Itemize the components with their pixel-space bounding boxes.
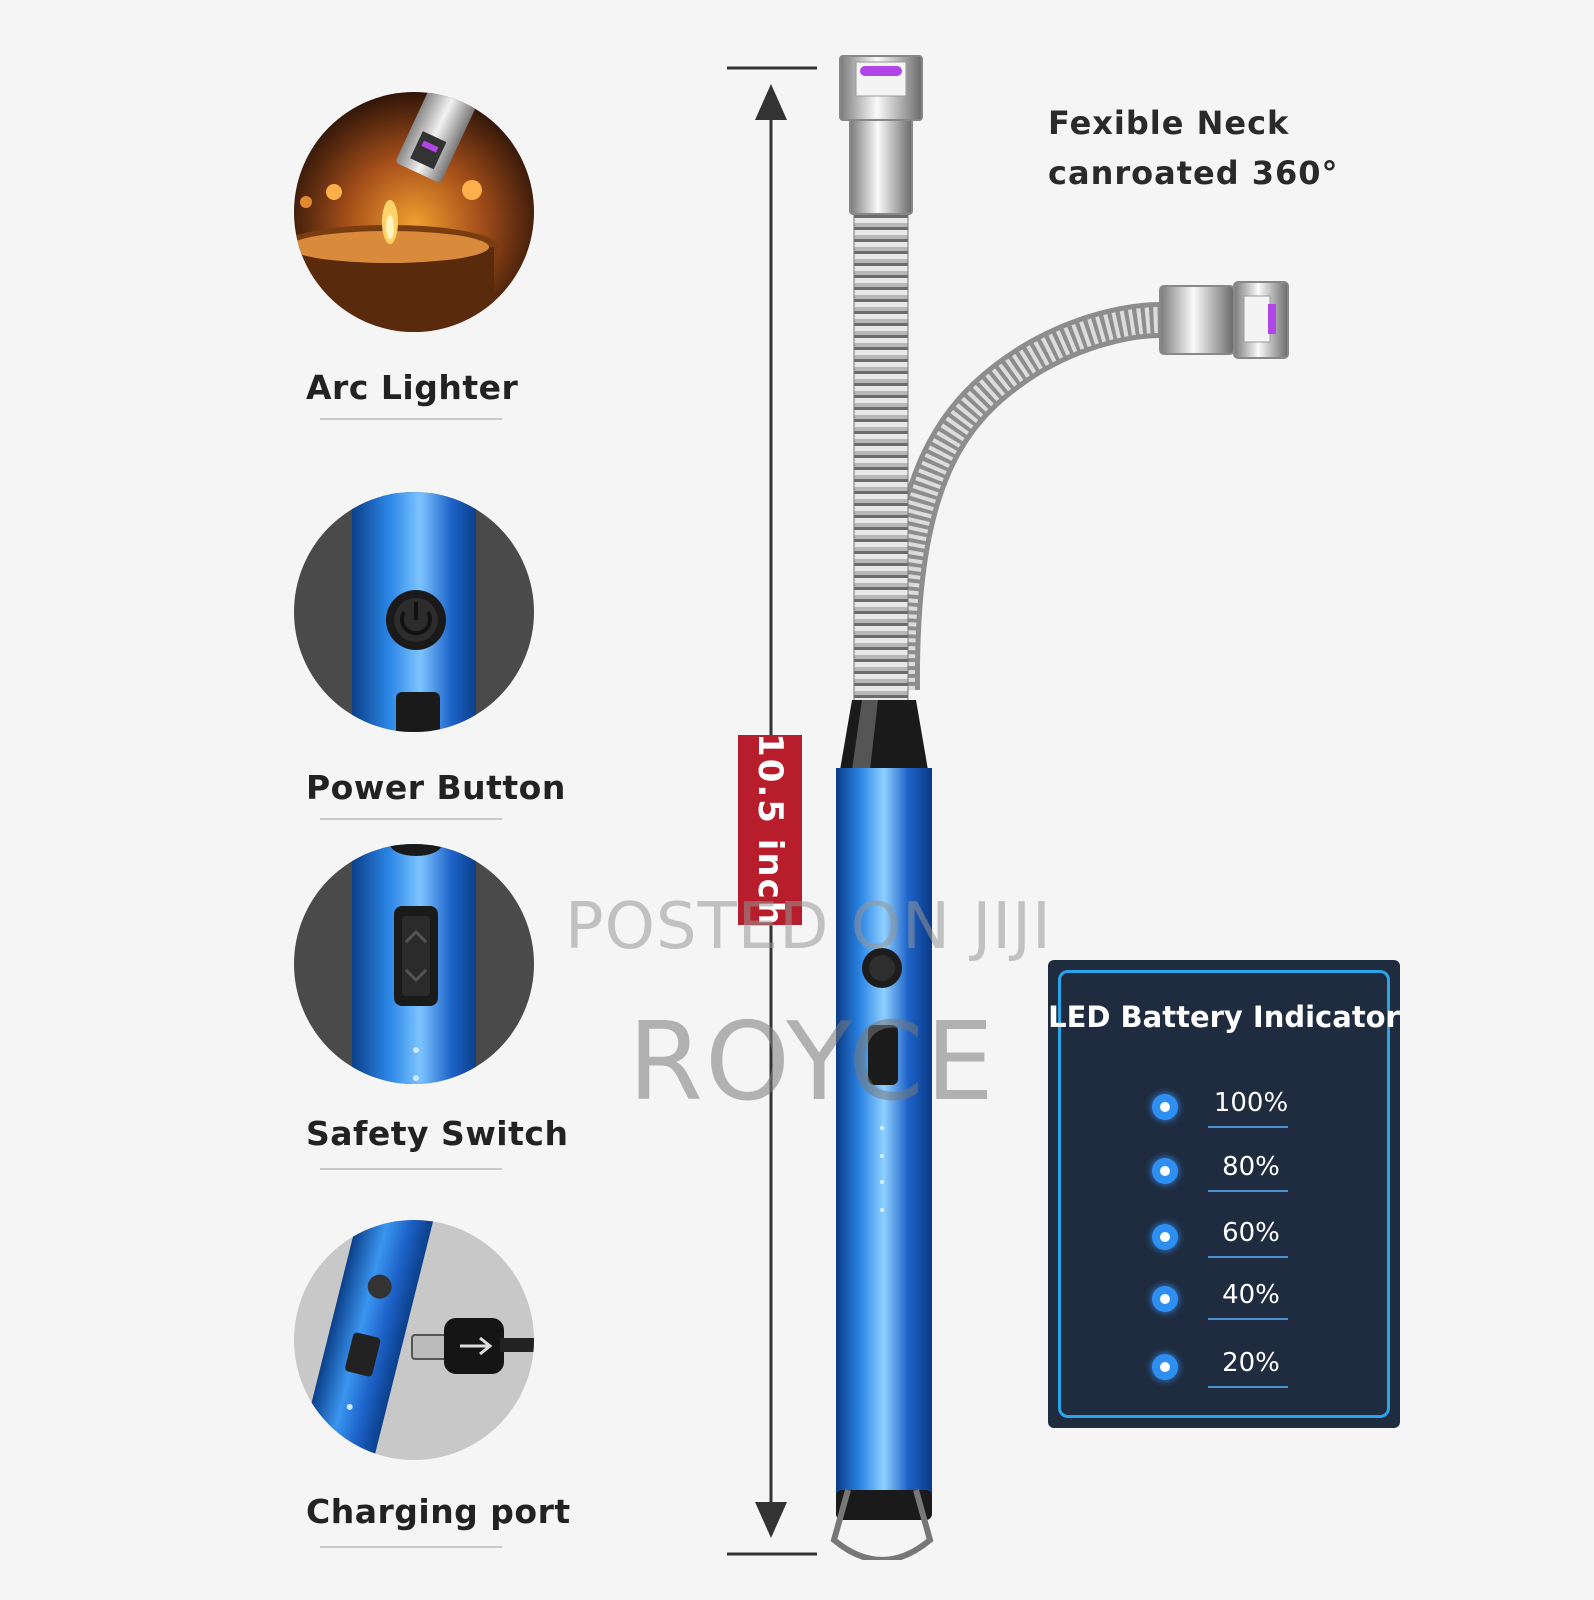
usb-plug-icon	[294, 1220, 534, 1460]
feature-power-button: Power Button	[290, 492, 565, 820]
battery-level-label: 100%	[1213, 1088, 1289, 1118]
candle-flame-icon	[294, 92, 534, 332]
led-dot-icon	[1152, 1158, 1178, 1184]
feature-label: Safety Switch	[306, 1114, 569, 1153]
battery-level-label: 40%	[1222, 1280, 1280, 1310]
battery-level-row: 40%	[1148, 1278, 1328, 1328]
divider	[1208, 1386, 1288, 1388]
led-dot-icon	[1152, 1354, 1178, 1380]
feature-safety-switch: Safety Switch	[290, 844, 568, 1170]
feature-charging-port: Charging port	[290, 1220, 570, 1548]
battery-level-row: 60%	[1148, 1216, 1328, 1266]
divider	[1208, 1256, 1288, 1258]
caption-line: canroated 360°	[1048, 154, 1339, 192]
safety-switch-photo	[294, 844, 534, 1084]
slider-switch-icon	[294, 844, 534, 1084]
feature-label: Power Button	[306, 768, 566, 807]
divider	[1208, 1318, 1288, 1320]
battery-level-label: 20%	[1222, 1348, 1280, 1378]
dimension-badge	[738, 735, 802, 925]
caption-line: Fexible Neck	[1048, 104, 1290, 142]
watermark-posted-on: POSTED ON JIJI	[565, 890, 1052, 964]
battery-title: LED Battery Indicator	[1048, 1000, 1400, 1034]
led-dot-icon	[1152, 1286, 1178, 1312]
led-dot-icon	[1152, 1094, 1178, 1120]
charging-port-photo	[294, 1220, 534, 1460]
battery-panel-frame	[1058, 970, 1390, 1418]
battery-level-row: 100%	[1148, 1086, 1328, 1136]
feature-label: Charging port	[306, 1492, 571, 1531]
feature-arc-lighter: Arc Lighter	[290, 92, 540, 420]
led-dot-icon	[1152, 1224, 1178, 1250]
divider	[320, 818, 502, 820]
feature-label: Arc Lighter	[306, 368, 519, 407]
battery-level-label: 60%	[1222, 1218, 1280, 1248]
arc-lighter-photo	[294, 92, 534, 332]
power-icon	[294, 492, 534, 732]
battery-indicator-panel: LED Battery Indicator 100% 80% 60% 40% 2…	[1048, 960, 1400, 1428]
watermark-seller: ROYCE	[628, 1000, 996, 1125]
divider	[1208, 1190, 1288, 1192]
divider	[1208, 1126, 1288, 1128]
power-button-photo	[294, 492, 534, 732]
battery-level-row: 20%	[1148, 1346, 1328, 1396]
divider	[320, 1168, 502, 1170]
battery-level-label: 80%	[1222, 1152, 1280, 1182]
flexible-neck-caption: Fexible Neck canroated 360°	[1048, 98, 1339, 198]
lighter-illustration	[830, 55, 1289, 1560]
divider	[320, 418, 502, 420]
divider	[320, 1546, 502, 1548]
battery-level-row: 80%	[1148, 1150, 1328, 1200]
